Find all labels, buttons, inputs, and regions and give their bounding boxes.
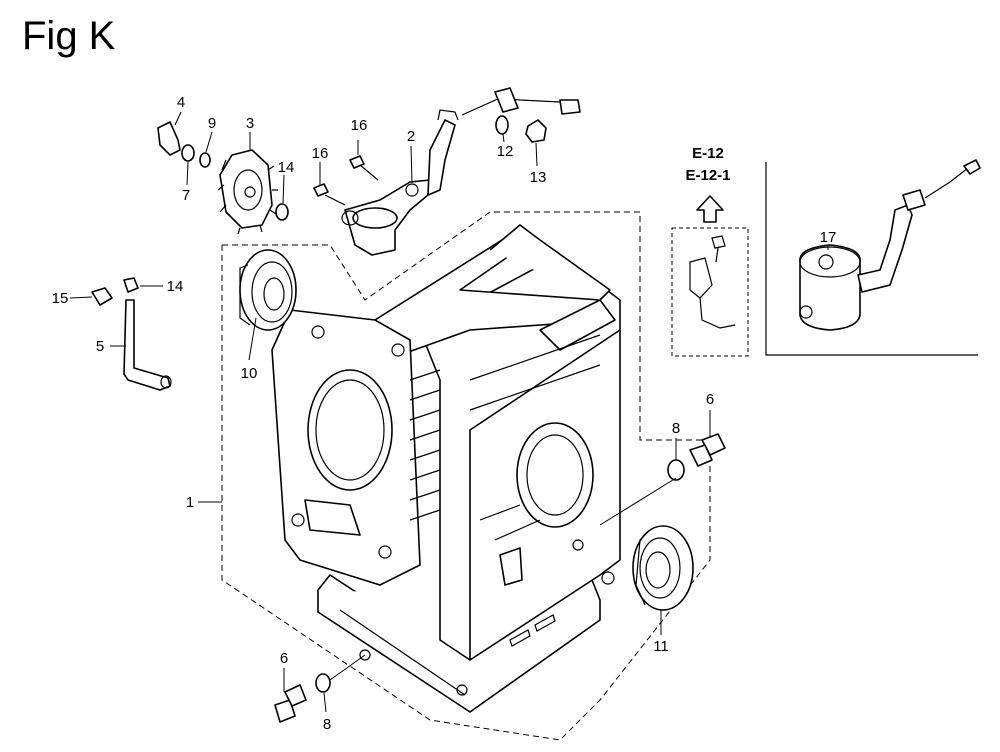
callout-16-b: 16	[312, 145, 329, 162]
callout-5: 5	[96, 338, 104, 355]
bolt-16-a	[349, 155, 379, 181]
callout-10: 10	[241, 365, 258, 382]
figure-title: Fig K	[22, 14, 116, 58]
callout-8-right: 8	[672, 420, 680, 437]
reference-box	[671, 195, 749, 357]
nut-13	[525, 119, 547, 143]
callout-9: 9	[208, 115, 216, 132]
callout-15: 15	[52, 290, 69, 307]
crankcase	[271, 224, 621, 713]
callout-7: 7	[182, 187, 190, 204]
oil-seal-11	[632, 525, 694, 611]
bearing-10	[239, 249, 297, 331]
callout-6-right: 6	[706, 391, 714, 408]
clip-14-lower	[123, 277, 139, 293]
bolt-16-b	[313, 183, 346, 206]
callout-12: 12	[497, 143, 514, 160]
bolt-6-bottom	[274, 673, 331, 723]
reference-label-e12: E-12	[692, 145, 724, 162]
inset-panel	[765, 159, 981, 356]
governor-gear-3	[217, 149, 278, 235]
callout-14-lower: 14	[167, 278, 184, 295]
callout-13: 13	[530, 169, 547, 186]
callout-17: 17	[820, 229, 837, 246]
washer-9	[199, 152, 211, 168]
callout-4: 4	[177, 94, 185, 111]
callout-14-upper: 14	[278, 159, 295, 176]
callout-11: 11	[653, 638, 669, 655]
oil-switch-2	[341, 87, 581, 256]
bolt-6-right	[667, 433, 726, 481]
callout-8-bottom: 8	[323, 716, 331, 733]
grommet-12	[495, 115, 509, 135]
callout-3: 3	[246, 115, 254, 132]
governor-holder-4	[157, 121, 181, 156]
callout-2: 2	[407, 128, 415, 145]
callout-16-a: 16	[351, 117, 368, 134]
washer-7	[181, 144, 195, 162]
tube-5	[123, 299, 172, 391]
clip-14-upper	[275, 203, 289, 221]
callout-1: 1	[186, 494, 194, 511]
clip-15	[91, 287, 113, 306]
reference-label-e12-1: E-12-1	[685, 167, 730, 184]
leader-lines	[69, 111, 829, 713]
callout-6-bottom: 6	[280, 650, 288, 667]
